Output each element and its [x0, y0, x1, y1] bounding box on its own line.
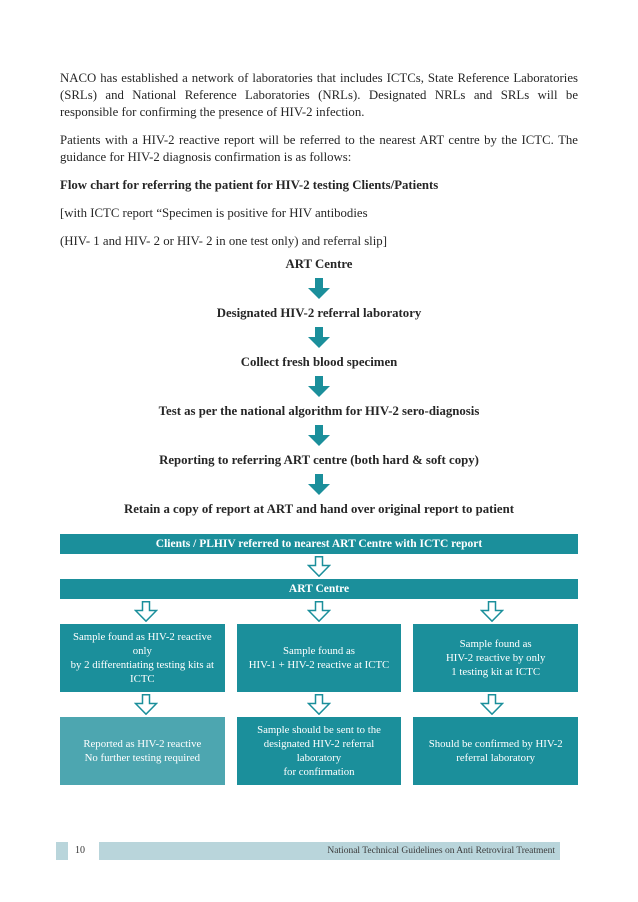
- down-arrow-icon: [308, 278, 330, 299]
- banner-clients-referred: Clients / PLHIV referred to nearest ART …: [60, 534, 578, 554]
- ictc-report-note-line-2: (HIV- 1 and HIV- 2 or HIV- 2 in one test…: [60, 234, 387, 248]
- box-no-further-testing: Reported as HIV-2 reactive No further te…: [60, 717, 225, 785]
- arrow-row-actions: [60, 694, 578, 715]
- flow-step-reporting: Reporting to referring ART centre (both …: [159, 453, 479, 467]
- footer-accent-square: [56, 842, 68, 860]
- down-arrow-icon: [308, 327, 330, 348]
- flow-step-test-algorithm: Test as per the national algorithm for H…: [158, 404, 480, 418]
- diagram-row-outcomes: Reported as HIV-2 reactive No further te…: [60, 717, 578, 785]
- hollow-down-arrow-icon: [306, 694, 331, 715]
- box-hiv2-one-kit: Sample found as HIV-2 reactive by only 1…: [413, 624, 578, 692]
- flow-step-referral-laboratory: Designated HIV-2 referral laboratory: [216, 306, 422, 320]
- box-hiv2-two-kits: Sample found as HIV-2 reactive only by 2…: [60, 624, 225, 692]
- box-hiv1-plus-hiv2: Sample found as HIV-1 + HIV-2 reactive a…: [236, 624, 402, 692]
- down-arrow-icon: [308, 425, 330, 446]
- referral-flowchart: ART Centre Designated HIV-2 referral lab…: [60, 256, 578, 518]
- banner-art-centre: ART Centre: [60, 579, 578, 599]
- arrow-row-top: [60, 556, 578, 577]
- intro-paragraph-1: NACO has established a network of labora…: [60, 71, 578, 119]
- page-number: 10: [75, 845, 85, 856]
- hollow-down-arrow-icon: [307, 556, 331, 577]
- hollow-down-arrow-icon: [134, 601, 159, 622]
- page-content: NACO has established a network of labora…: [60, 70, 578, 785]
- intro-paragraph-2: Patients with a HIV-2 reactive report wi…: [60, 133, 578, 164]
- hollow-down-arrow-icon: [134, 694, 159, 715]
- ictc-report-note-line-1: [with ICTC report “Specimen is positive …: [60, 206, 368, 220]
- arrow-row-branches: [60, 601, 578, 622]
- flow-step-collect-specimen: Collect fresh blood specimen: [240, 355, 398, 369]
- hollow-down-arrow-icon: [306, 601, 331, 622]
- footer-title-bar: National Technical Guidelines on Anti Re…: [99, 842, 560, 860]
- hollow-down-arrow-icon: [479, 601, 504, 622]
- referral-diagram: Clients / PLHIV referred to nearest ART …: [60, 534, 578, 785]
- flow-chart-heading: Flow chart for referring the patient for…: [60, 178, 439, 192]
- flow-step-art-centre: ART Centre: [285, 257, 353, 271]
- down-arrow-icon: [308, 376, 330, 397]
- diagram-row-findings: Sample found as HIV-2 reactive only by 2…: [60, 624, 578, 692]
- box-confirm-by-referral-lab: Should be confirmed by HIV-2 referral la…: [413, 717, 578, 785]
- down-arrow-icon: [308, 474, 330, 495]
- flow-step-retain-copy: Retain a copy of report at ART and hand …: [124, 502, 514, 516]
- box-send-to-referral-lab: Sample should be sent to the designated …: [236, 717, 402, 785]
- hollow-down-arrow-icon: [479, 694, 504, 715]
